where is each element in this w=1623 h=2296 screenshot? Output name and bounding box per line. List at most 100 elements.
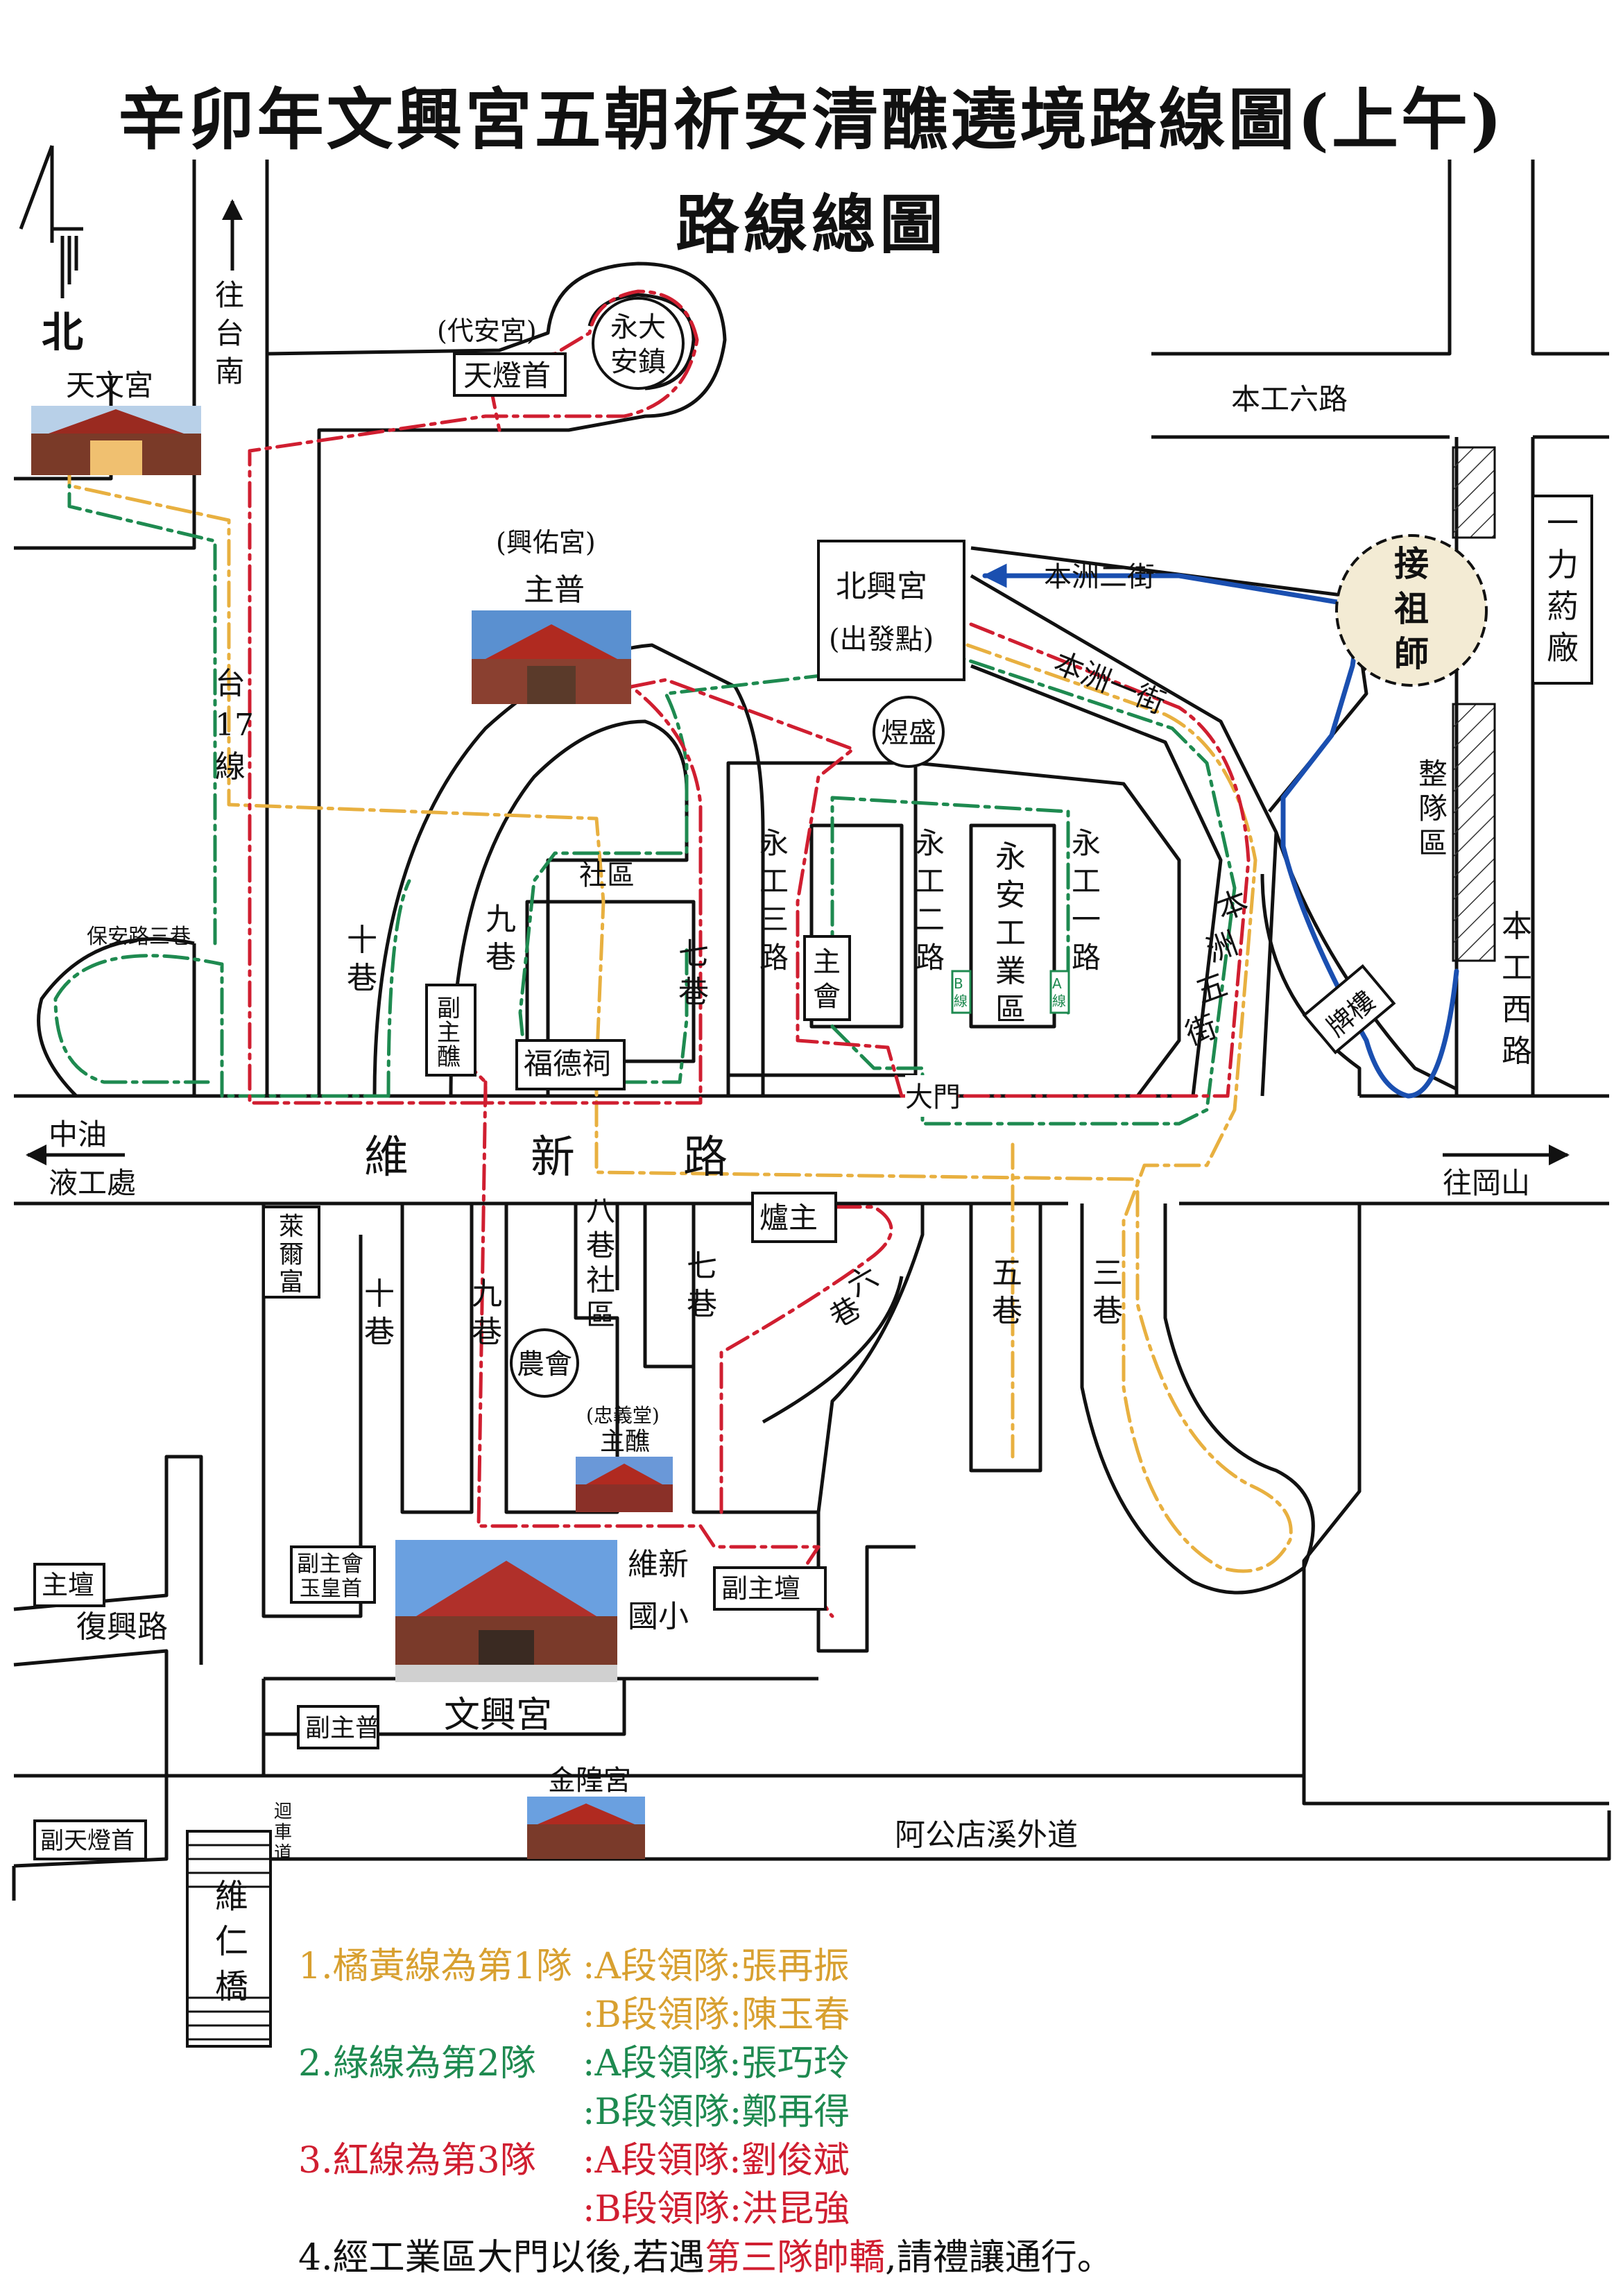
svg-text:路: 路 [683,1132,728,1183]
jinhuang-label: 金隍宮 [548,1765,631,1797]
svg-text:工: 工 [1072,864,1101,898]
legend-row-3: 3.紅線為第3隊:A段領隊:劉俊斌 [298,2136,1269,2185]
b-line-label-2: 線 [954,993,968,1009]
svg-text:主: 主 [437,1019,461,1047]
staging-area-hatch [1452,446,1496,539]
beixing-box [817,540,965,681]
svg-text:接: 接 [1394,543,1429,584]
svg-text:橋: 橋 [215,1967,248,2006]
tai17-west-edge [14,160,196,550]
b-line-label: B [954,975,963,992]
svg-text:巷: 巷 [586,1228,615,1262]
yusheng-circle [873,696,945,768]
svg-text:工: 工 [995,916,1026,951]
nonghui-circle [510,1328,579,1398]
lane10-label-south: 十 巷 [364,1276,395,1350]
dazhen-line1: 永大 [610,311,666,343]
yaochang-box [1531,495,1593,685]
benzhou-east-curve [1274,832,1458,1091]
svg-text:巷: 巷 [472,1314,502,1350]
svg-text:巷: 巷 [992,1294,1022,1329]
svg-text:八: 八 [586,1194,615,1228]
lane8-label: 八 巷 社 區 [586,1194,615,1332]
wenxing-label: 文興宮 [444,1695,552,1736]
a-line-tag [1049,970,1070,1014]
lane8-block [615,1203,694,1369]
da-zhen-circle [592,297,685,390]
svg-text:業: 業 [995,954,1026,989]
legend-leader-a: :A段領隊:張巧玲 [583,2043,850,2084]
svg-text:萊: 萊 [279,1213,304,1241]
map-subtitle: 路線總圖 [675,187,947,262]
daian-role: 天燈首 [463,359,551,393]
note-prefix: 4.經工業區大門以後,若遇 [298,2237,705,2279]
svg-text:廠: 廠 [1547,629,1579,667]
svg-text:九: 九 [472,1276,502,1312]
a-line-label-2: 線 [1052,993,1066,1009]
damen-label: 大門 [905,1081,961,1113]
bengong6-label: 本工六路 [1231,382,1348,416]
lane9-label-north: 九 巷 [486,902,516,975]
school-block [816,1512,916,1653]
svg-text:祖: 祖 [1394,588,1429,629]
wenxing-temple-image [395,1540,617,1682]
fuzhuhui-label: 副主會 [297,1550,363,1577]
ramp-label: 迴 車 道 [274,1801,292,1864]
luzhu-label: 爐主 [759,1201,818,1235]
north-label: 北 [42,309,83,357]
svg-text:五: 五 [992,1256,1022,1291]
svg-text:師: 師 [1394,633,1429,674]
dazhen-line2: 安鎮 [610,346,666,378]
svg-text:五: 五 [1192,967,1233,1011]
svg-text:三: 三 [759,902,789,936]
yonggong2-label: 永 工 二 路 [916,826,945,975]
yonggong3-label: 永 工 三 路 [759,826,789,975]
yaochang-label: 一 力 葯 廠 [1547,504,1579,667]
lane7-block [692,1203,925,1514]
fudeci-label: 福德祠 [524,1047,611,1081]
svg-text:西: 西 [1502,992,1532,1027]
benzhou-1-north [970,574,1278,1097]
direction-arrows [26,199,1570,1165]
fuzhupu-box [297,1705,379,1749]
svg-text:副: 副 [437,995,461,1022]
legend-note: 4.經工業區大門以後,若遇第三隊帥轎,請禮讓通行。 [298,2234,1269,2282]
zhuhui-box [803,935,851,1021]
legend-leader-a: :A段領隊:劉俊斌 [583,2140,850,2182]
svg-text:安: 安 [995,877,1026,913]
svg-text:車: 車 [274,1822,292,1843]
yusheng-label: 煜盛 [881,717,936,749]
b-line-tag [951,970,972,1014]
a-line-label: A [1052,975,1062,992]
svg-text:爾: 爾 [279,1240,304,1269]
daian-box [453,352,567,397]
svg-text:道: 道 [274,1843,292,1864]
arc-road-inner [449,719,689,1097]
svg-text:主: 主 [813,946,841,978]
zhongyi-note: (忠義堂) [586,1404,660,1427]
beixing-sub: (出發點) [829,624,934,656]
loop-road-outer [265,262,727,1096]
nonghui-label: 農會 [517,1348,572,1380]
svg-text:維新: 維新 [628,1547,689,1582]
svg-text:工: 工 [1502,950,1532,986]
svg-text:往: 往 [215,278,244,312]
svg-text:區: 區 [586,1298,615,1332]
lane5-block [969,1203,1042,1473]
paiiou-box [1302,964,1396,1054]
fuxing-road-south [13,1649,266,1778]
svg-text:九: 九 [486,902,516,937]
lane9-label-south: 九 巷 [472,1276,502,1350]
zhutan-box [33,1563,105,1607]
zhuhui-label: 主 會 [813,946,841,1013]
staging-area-hatch-lower [1452,703,1496,962]
svg-text:巷: 巷 [347,961,377,996]
svg-text:巷: 巷 [1092,1294,1123,1329]
fuzhujiao-box [425,984,476,1077]
lane5-label: 五 巷 [992,1256,1022,1329]
to-tainan-label: 往 台 南 [215,278,244,388]
svg-text:中油: 中油 [49,1117,107,1151]
loop-road-inner [587,293,696,391]
svg-text:工: 工 [759,864,789,898]
fuxing-label: 復興路 [76,1609,168,1645]
